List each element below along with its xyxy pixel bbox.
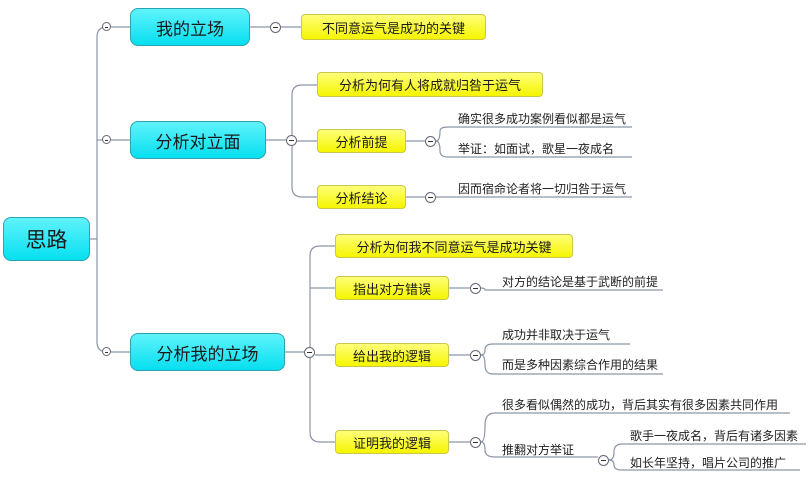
leaf-topic[interactable]: 推翻对方举证: [502, 443, 575, 457]
leaf-topic[interactable]: 举证：如面试，歌星一夜成名: [458, 142, 615, 156]
subtopic[interactable]: 不同意运气是成功的关键: [301, 14, 486, 40]
topic-analyze-opposite[interactable]: 分析对立面: [130, 121, 266, 159]
collapse-icon[interactable]: [470, 283, 481, 294]
collapse-icon[interactable]: [304, 347, 315, 358]
subtopic[interactable]: 给出我的逻辑: [335, 343, 449, 367]
root-topic[interactable]: 思路: [3, 217, 90, 261]
collapse-icon[interactable]: [270, 22, 281, 33]
leaf-topic[interactable]: 很多看似偶然的成功，背后其实有很多因素共同作用: [502, 398, 779, 412]
collapse-icon[interactable]: [598, 455, 609, 466]
connector-dot: [102, 22, 111, 31]
collapse-icon[interactable]: [470, 350, 481, 361]
subtopic[interactable]: 指出对方错误: [335, 276, 449, 300]
leaf-topic[interactable]: 歌手一夜成名，背后有诸多因素: [630, 429, 799, 443]
leaf-topic[interactable]: 对方的结论是基于武断的前提: [502, 275, 659, 289]
topic-analyze-my-position[interactable]: 分析我的立场: [130, 333, 285, 371]
topic-my-position[interactable]: 我的立场: [130, 8, 250, 46]
collapse-icon[interactable]: [425, 136, 436, 147]
collapse-icon[interactable]: [470, 437, 481, 448]
connector-dot: [102, 135, 111, 144]
collapse-icon[interactable]: [286, 135, 297, 146]
leaf-topic[interactable]: 而是多种因素综合作用的结果: [502, 358, 659, 372]
subtopic[interactable]: 分析为何有人将成就归咎于运气: [317, 72, 543, 97]
leaf-topic[interactable]: 如长年坚持，唱片公司的推广: [630, 456, 787, 470]
subtopic[interactable]: 分析为何我不同意运气是成功关键: [335, 234, 573, 258]
collapse-icon[interactable]: [425, 192, 436, 203]
connector-dot: [102, 347, 111, 356]
subtopic[interactable]: 分析结论: [317, 185, 406, 209]
subtopic[interactable]: 分析前提: [317, 129, 406, 153]
leaf-topic[interactable]: 成功并非取决于运气: [502, 328, 611, 342]
leaf-topic[interactable]: 确实很多成功案例看似都是运气: [458, 112, 627, 126]
subtopic[interactable]: 证明我的逻辑: [335, 430, 449, 454]
leaf-topic[interactable]: 因而宿命论者将一切归咎于运气: [458, 182, 627, 196]
